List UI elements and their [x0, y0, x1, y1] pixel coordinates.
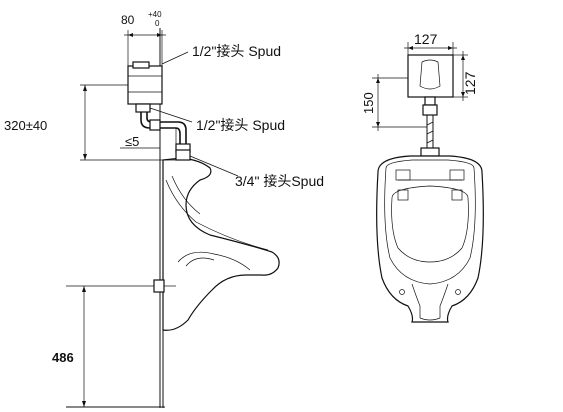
- urinal-front: [376, 155, 484, 323]
- dim-plate-height: 127: [453, 51, 478, 101]
- dim-outlet-height: 486: [52, 285, 154, 407]
- top-width-label: 80: [121, 13, 135, 27]
- top-tolerance-zero: 0: [155, 19, 160, 28]
- plate-offset-label: 150: [361, 92, 376, 114]
- valve-height-label: 320±40: [4, 118, 47, 133]
- dim-plate-offset: 150: [361, 74, 427, 131]
- dim-top-width: 80 +40 0: [121, 10, 166, 66]
- leader-urinal-spud: 3/4" 接头Spud: [189, 155, 324, 189]
- wall-gap-label: ≤5: [125, 134, 139, 149]
- flush-valve: [127, 61, 191, 153]
- plate-height-label: 127: [462, 71, 478, 95]
- top-tolerance-plus: +40: [148, 10, 162, 19]
- outlet-height-label: 486: [52, 350, 74, 365]
- dim-valve-height: 320±40: [4, 84, 176, 161]
- leader-inlet-spud: 1/2"接头 Spud: [161, 43, 281, 65]
- spud-outlet-label: 1/2"接头 Spud: [196, 117, 285, 133]
- side-view: 80 +40 0 1/2"接头 Spud 1/2"接头 Spud 3/4" 接头…: [4, 10, 324, 408]
- leader-outlet-spud: 1/2"接头 Spud: [149, 107, 285, 133]
- spud-urinal-label: 3/4" 接头Spud: [235, 173, 324, 189]
- flush-plate: [407, 54, 454, 157]
- spud-inlet-label: 1/2"接头 Spud: [192, 43, 281, 59]
- dim-wall-gap: ≤5: [120, 134, 160, 149]
- front-view: 127 127 150: [361, 31, 484, 323]
- dim-plate-width: 127: [404, 31, 457, 55]
- plate-width-label: 127: [414, 31, 438, 47]
